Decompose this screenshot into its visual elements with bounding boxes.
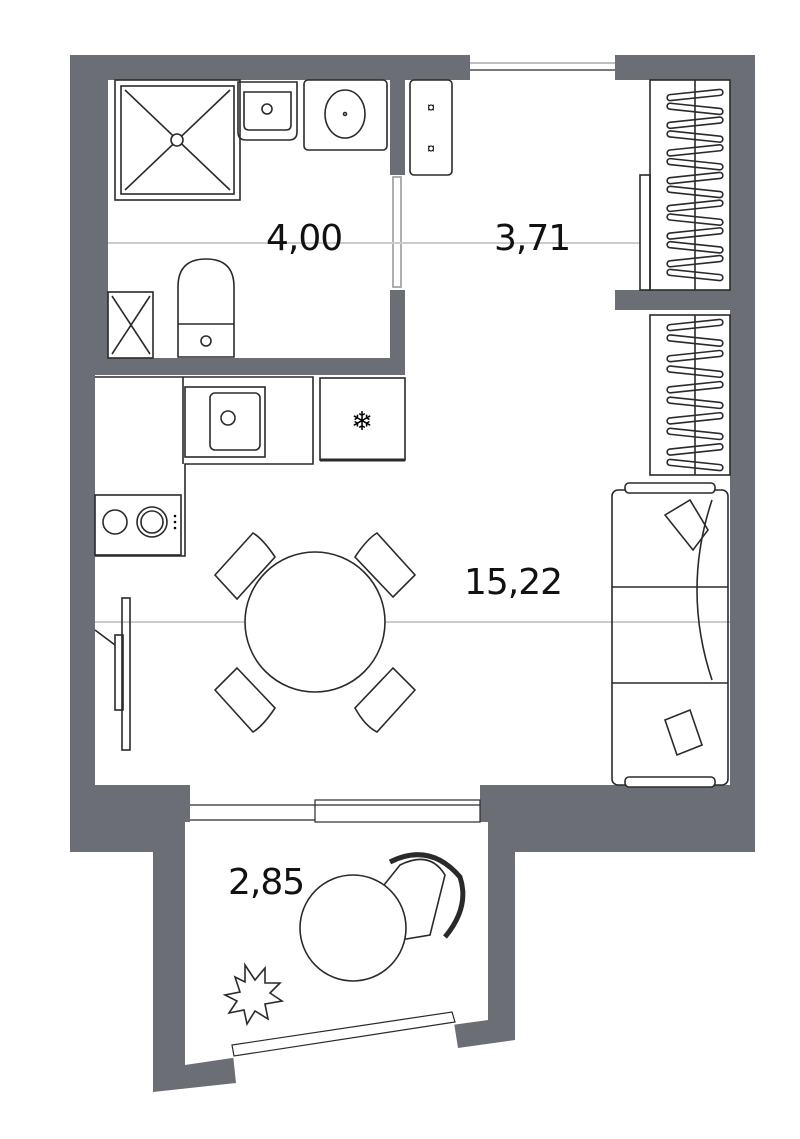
room-interiors	[95, 55, 730, 1065]
hanger-icon	[666, 157, 724, 171]
svg-text:❄: ❄	[351, 406, 373, 436]
hanger-icon	[666, 171, 724, 185]
hanger-icon	[666, 458, 724, 472]
toilet-icon	[177, 258, 235, 358]
balcony-area-label: 2,85	[228, 862, 305, 903]
plant-icon	[222, 962, 285, 1027]
hanger-icon	[666, 349, 724, 363]
hanger-icon	[666, 130, 724, 143]
hanger-icon	[666, 240, 724, 254]
hanger-icon	[666, 143, 724, 157]
living-area-label: 15,22	[464, 562, 563, 603]
washbasin-icon	[237, 81, 298, 141]
hanger-icon	[666, 213, 724, 227]
dimension-lines	[95, 242, 730, 623]
hanger-icon	[666, 411, 724, 425]
sofa-icon	[611, 482, 729, 788]
hanger-icon	[666, 199, 724, 213]
wardrobe-icon	[649, 314, 731, 476]
tv-icon	[94, 597, 131, 751]
wardrobe-icon	[639, 79, 731, 291]
shower-icon	[114, 79, 241, 201]
svg-text:¤: ¤	[427, 99, 435, 115]
hanger-icon	[666, 443, 724, 456]
hanger-icon	[666, 227, 724, 240]
svg-text:¤: ¤	[427, 140, 435, 156]
hanger-icon	[666, 102, 724, 116]
hanger-icon	[666, 318, 724, 332]
hanger-icon	[666, 185, 724, 199]
cooktop-icon	[94, 494, 182, 556]
hanger-icon	[666, 88, 724, 102]
fridge-icon: ❄	[319, 377, 406, 462]
hanger-icon	[666, 254, 724, 268]
hanger-icon	[666, 365, 724, 379]
kitchen-counter	[95, 376, 314, 557]
washing-machine-icon	[303, 79, 388, 151]
shaft-box-icon	[107, 291, 154, 359]
bathroom-area-label: 4,00	[266, 218, 343, 259]
hanger-icon	[666, 116, 724, 130]
windows	[190, 62, 615, 1057]
balcony-table-icon	[299, 852, 466, 982]
hanger-icon	[666, 396, 724, 410]
hallway-area-label: 3,71	[494, 218, 571, 259]
hanger-icon	[666, 334, 724, 347]
shoe-cabinet-icon: ¤¤	[409, 79, 453, 176]
hanger-icon	[666, 380, 724, 394]
hanger-icon	[666, 268, 724, 282]
kitchen-sink-icon	[184, 386, 266, 458]
dining-table-icon	[213, 531, 417, 734]
hanger-icon	[666, 427, 724, 441]
